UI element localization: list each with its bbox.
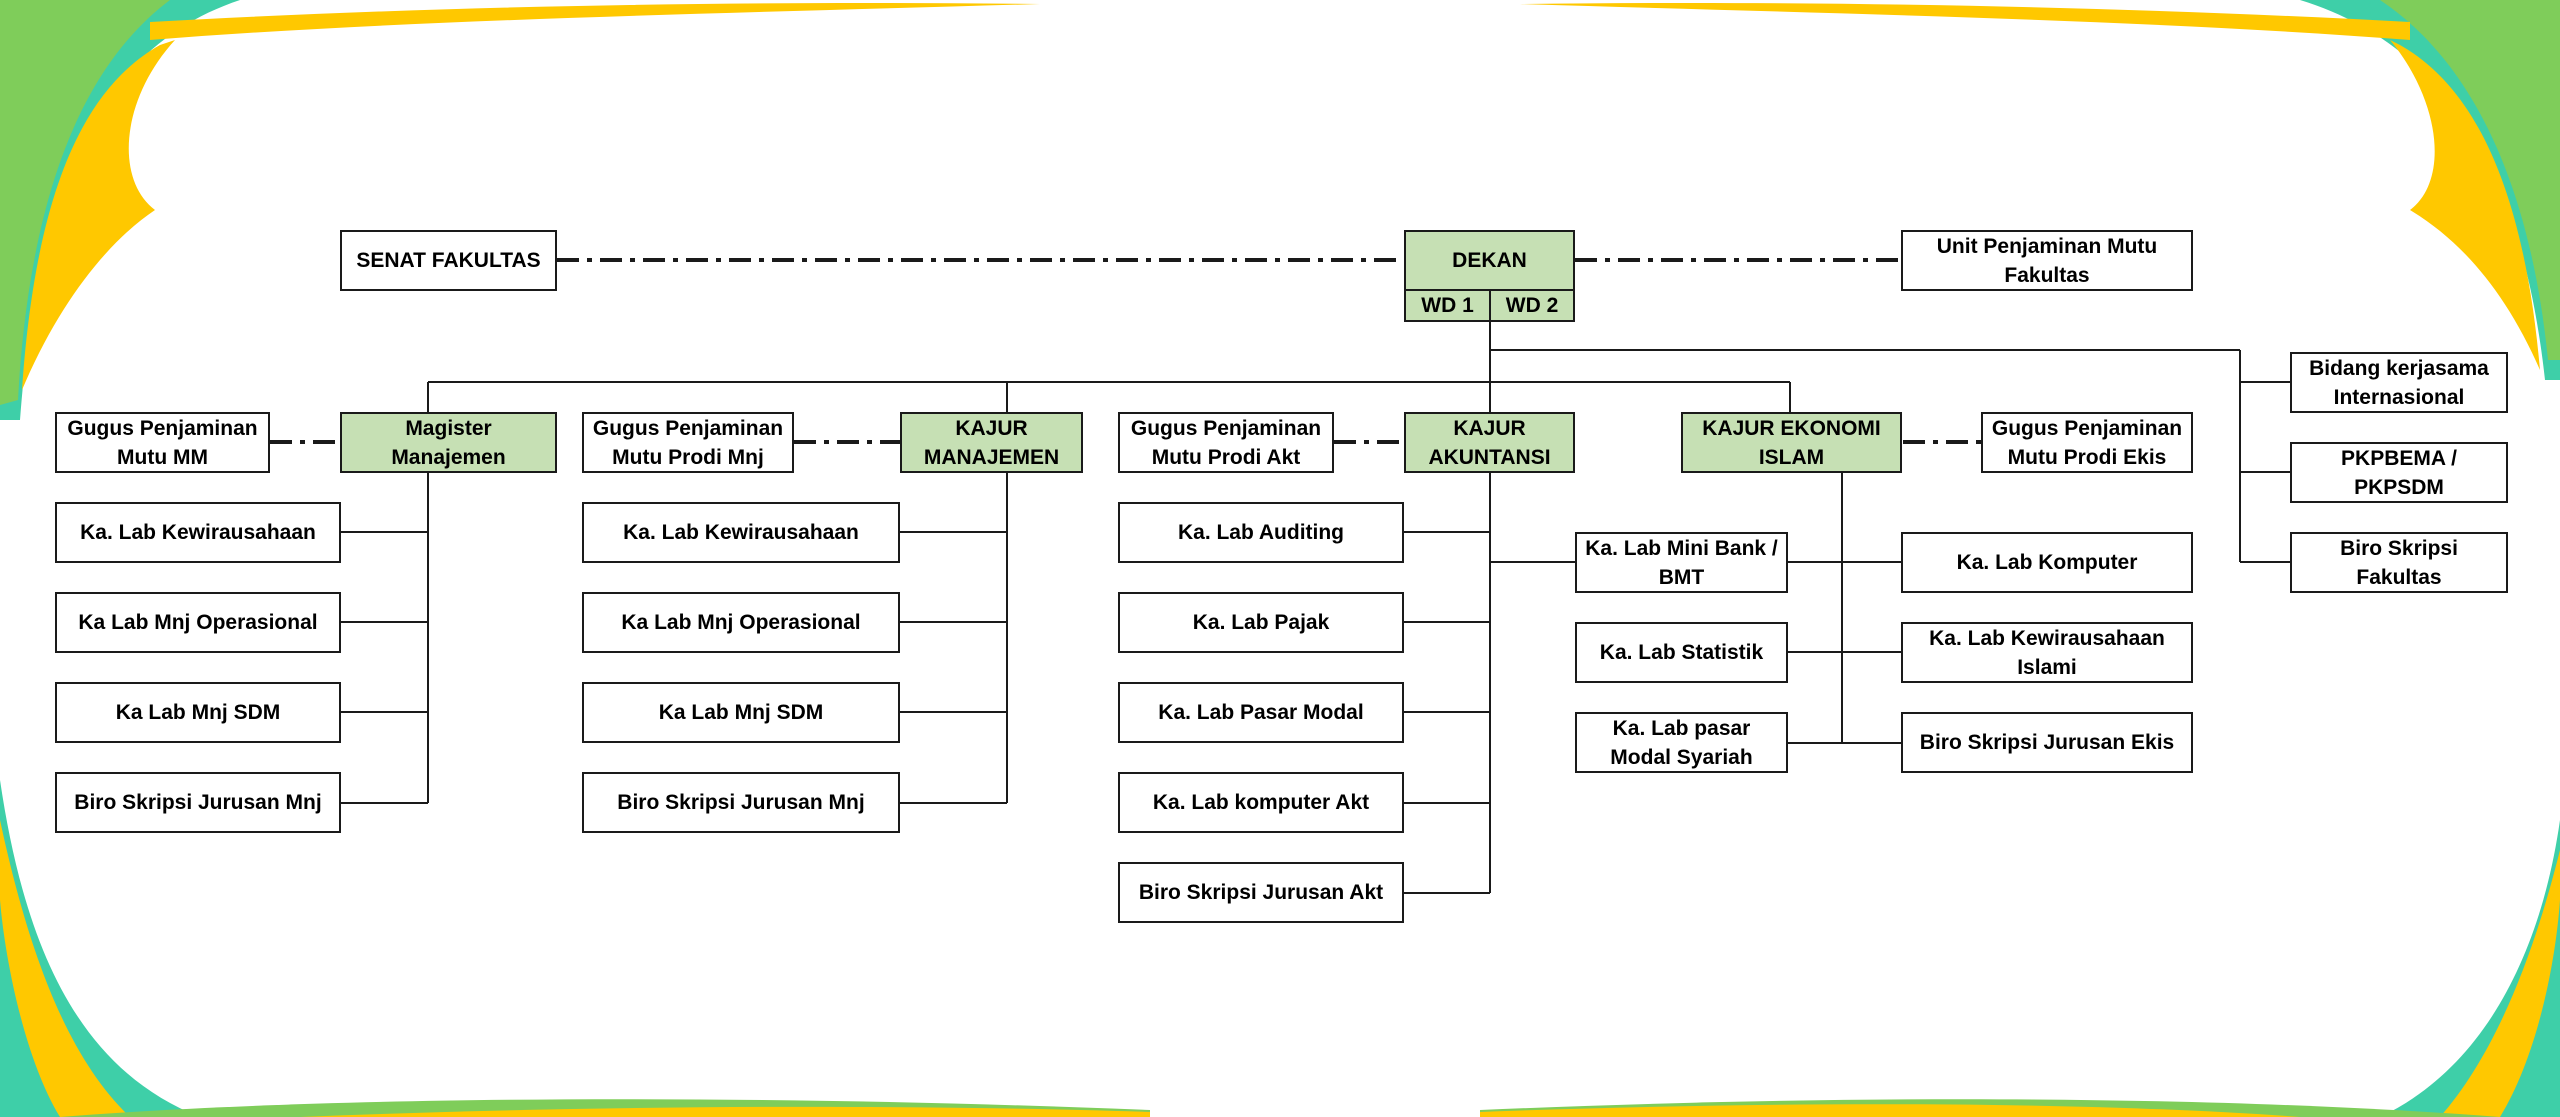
akuntansi-lab-box[interactable]: Ka. Lab Pasar Modal — [1118, 682, 1404, 743]
ekis-lab-box[interactable]: Biro Skripsi Jurusan Ekis — [1901, 712, 2193, 773]
top-left-yellow-swoosh — [22, 40, 175, 390]
akuntansi-lab-box[interactable]: Ka. Lab Auditing — [1118, 502, 1404, 563]
gugus-ekis-box[interactable]: Gugus Penjaminan Mutu Prodi Ekis — [1981, 412, 2193, 473]
ekis-lab-box[interactable]: Ka. Lab Statistik — [1575, 622, 1788, 683]
manajemen-lab-box[interactable]: Ka. Lab Kewirausahaan — [582, 502, 900, 563]
kajur-akuntansi-box[interactable]: KAJUR AKUNTANSI — [1404, 412, 1575, 473]
ekis-lab-box[interactable]: Ka. Lab Komputer — [1901, 532, 2193, 593]
bottom-right-yellow-swoosh — [2440, 850, 2560, 1117]
mm-lab-box[interactable]: Ka Lab Mnj SDM — [55, 682, 341, 743]
manajemen-lab-box[interactable]: Ka Lab Mnj Operasional — [582, 592, 900, 653]
bottom-edge-yellow-left — [300, 1106, 1150, 1117]
kajur-ekonomi-islam-box[interactable]: KAJUR EKONOMI ISLAM — [1681, 412, 1902, 473]
top-right-yellow-swoosh — [2390, 40, 2540, 370]
gugus-manajemen-box[interactable]: Gugus Penjaminan Mutu Prodi Mnj — [582, 412, 794, 473]
kajur-manajemen-box[interactable]: KAJUR MANAJEMEN — [900, 412, 1083, 473]
mm-lab-box[interactable]: Ka. Lab Kewirausahaan — [55, 502, 341, 563]
bidang-kerjasama-box[interactable]: Bidang kerjasama Internasional — [2290, 352, 2508, 413]
mm-lab-box[interactable]: Ka Lab Mnj Operasional — [55, 592, 341, 653]
ekis-lab-box[interactable]: Ka. Lab pasar Modal Syariah — [1575, 712, 1788, 773]
top-right-green-swoosh — [2380, 0, 2560, 360]
akuntansi-lab-box[interactable]: Ka. Lab Pajak — [1118, 592, 1404, 653]
unit-penjaminan-mutu-box[interactable]: Unit Penjaminan Mutu Fakultas — [1901, 230, 2193, 291]
gugus-mm-box[interactable]: Gugus Penjaminan Mutu MM — [55, 412, 270, 473]
wd2-box[interactable]: WD 2 — [1489, 289, 1575, 322]
senat-fakultas-box[interactable]: SENAT FAKULTAS — [340, 230, 557, 291]
top-left-green-swoosh — [0, 0, 170, 405]
mm-lab-box[interactable]: Biro Skripsi Jurusan Mnj — [55, 772, 341, 833]
magister-manajemen-box[interactable]: Magister Manajemen — [340, 412, 557, 473]
hierarchy-lines — [340, 322, 2290, 894]
pkpbema-box[interactable]: PKPBEMA / PKPSDM — [2290, 442, 2508, 503]
bottom-edge-yellow-right — [1480, 1104, 2300, 1117]
ekis-lab-box[interactable]: Ka. Lab Kewirausahaan Islami — [1901, 622, 2193, 683]
biro-skripsi-fakultas-box[interactable]: Biro Skripsi Fakultas — [2290, 532, 2508, 593]
manajemen-lab-box[interactable]: Biro Skripsi Jurusan Mnj — [582, 772, 900, 833]
gugus-akuntansi-box[interactable]: Gugus Penjaminan Mutu Prodi Akt — [1118, 412, 1334, 473]
wd1-box[interactable]: WD 1 — [1404, 289, 1491, 322]
coordination-lines — [270, 258, 1981, 444]
bottom-left-yellow-swoosh — [0, 820, 130, 1117]
top-edge-yellow-left — [150, 2, 1040, 40]
top-edge-yellow-right — [1520, 2, 2410, 41]
akuntansi-lab-box[interactable]: Biro Skripsi Jurusan Akt — [1118, 862, 1404, 923]
manajemen-lab-box[interactable]: Ka Lab Mnj SDM — [582, 682, 900, 743]
akuntansi-lab-box[interactable]: Ka. Lab komputer Akt — [1118, 772, 1404, 833]
ekis-lab-box[interactable]: Ka. Lab Mini Bank / BMT — [1575, 532, 1788, 593]
dekan-box[interactable]: DEKAN — [1404, 230, 1575, 291]
